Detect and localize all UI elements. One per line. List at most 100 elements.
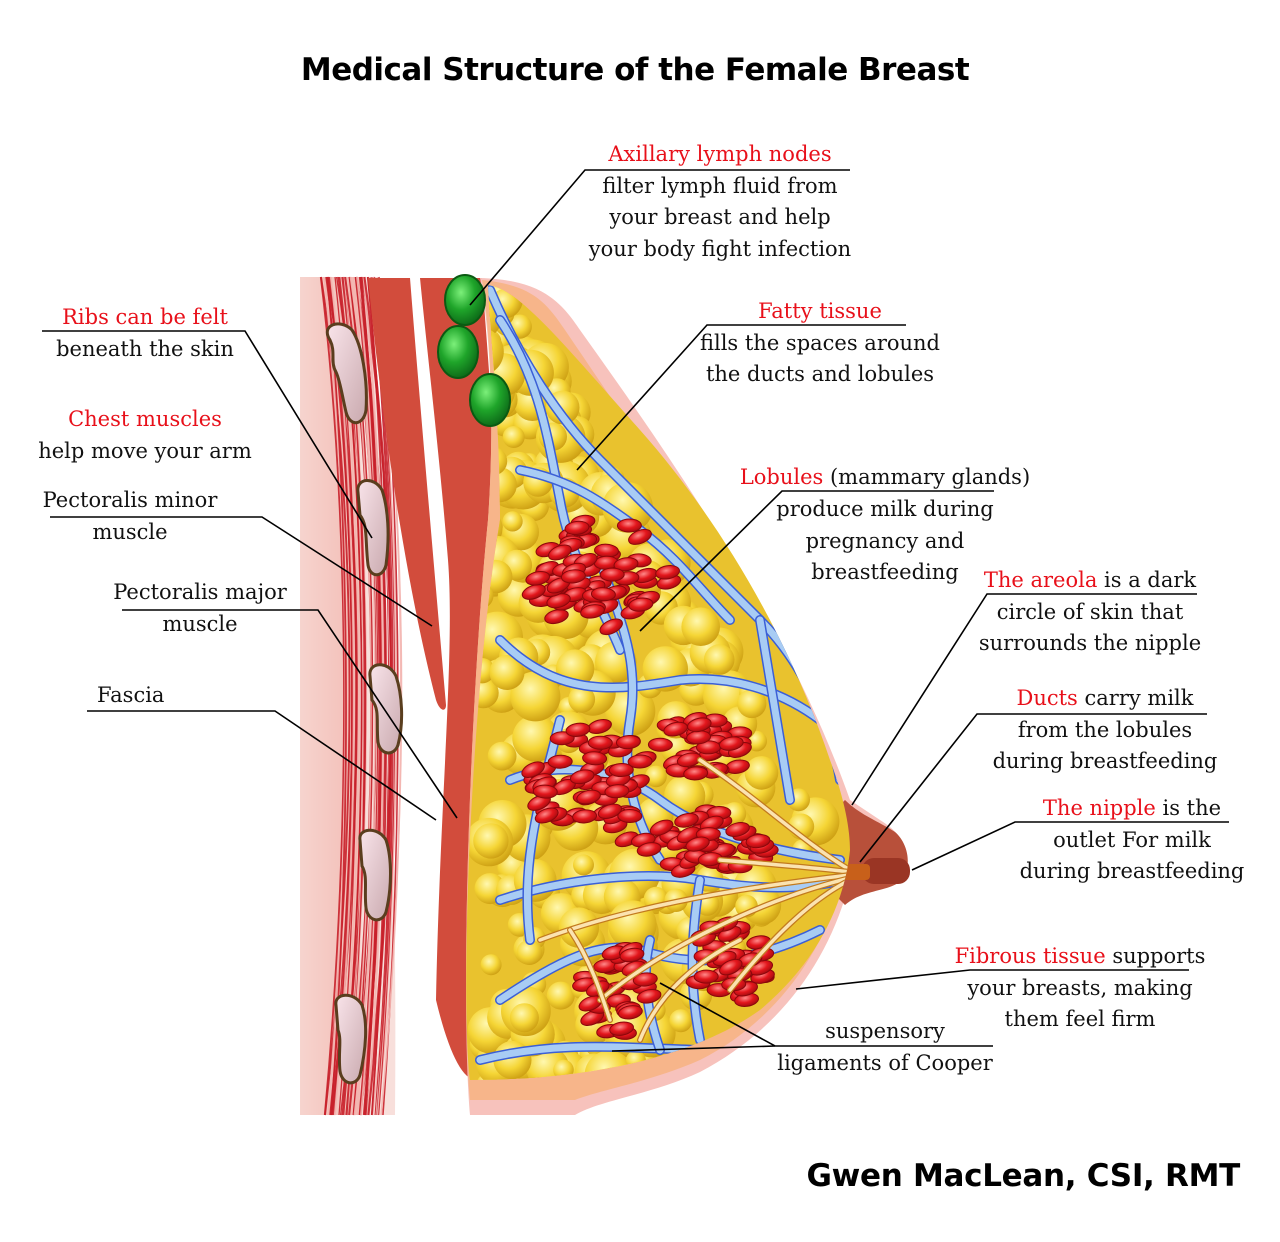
lobule-sac xyxy=(599,618,623,636)
lobule-sac xyxy=(597,803,622,820)
lobule-sac xyxy=(608,762,634,778)
label-axillary-lymph-nodes: Axillary lymph nodes filter lymph fluid … xyxy=(570,139,870,265)
milk-ducts xyxy=(537,757,850,1043)
glandular-tissue xyxy=(466,285,850,1080)
lobule-sac xyxy=(687,717,712,733)
lobule-sac xyxy=(547,754,573,769)
desc-line: your breast and help xyxy=(609,205,831,229)
fat-globule xyxy=(487,741,517,771)
desc-line: suspensory xyxy=(825,1019,945,1043)
fat-globule xyxy=(737,688,767,719)
fat-globule xyxy=(681,607,720,646)
lobule-sac xyxy=(649,819,674,836)
leader-lines xyxy=(42,169,1229,1052)
desc-line: during breastfeeding xyxy=(1019,859,1245,883)
leader-lobules xyxy=(639,490,994,632)
axillary-lymph-nodes xyxy=(437,274,511,427)
leader-fascia xyxy=(87,710,437,821)
fat-globule xyxy=(509,1003,539,1033)
desc-line: Pectoralis minor xyxy=(42,488,218,512)
fat-globule xyxy=(645,765,667,788)
desc-line: the ducts and lobules xyxy=(705,362,935,386)
term-ribs: Ribs can be felt xyxy=(62,305,228,329)
lobule-sac xyxy=(615,735,641,750)
desc-line: pregnancy and xyxy=(805,528,965,553)
milk-duct xyxy=(568,928,612,1022)
lobule-sac xyxy=(544,609,569,625)
desc-line: Fascia xyxy=(97,683,165,707)
lobule-sac xyxy=(532,784,558,799)
leader-ribs xyxy=(42,330,373,539)
term-rest: carry milk xyxy=(1077,686,1194,710)
septum xyxy=(756,616,794,804)
lobule-sac xyxy=(718,736,744,751)
label-fibrous-tissue: Fibrous tissue supports your breasts, ma… xyxy=(950,941,1210,1036)
pectoralis-minor-muscle xyxy=(368,278,446,710)
desc-line: during breastfeeding xyxy=(992,749,1218,773)
label-lobules-desc: produce milk during pregnancy and breast… xyxy=(770,494,1000,589)
desc-line: help move your arm xyxy=(38,438,252,463)
leader-pec-major xyxy=(122,609,458,819)
lobule-sac xyxy=(616,518,642,533)
term-rest: supports xyxy=(1105,944,1206,968)
fat-globule xyxy=(473,823,509,859)
fat-globule xyxy=(480,954,502,976)
desc-line: produce milk during xyxy=(776,497,994,521)
lobule-sac xyxy=(521,761,545,778)
lobules xyxy=(521,514,779,1040)
lobule-sac xyxy=(674,812,699,828)
label-fascia: Fascia xyxy=(97,680,164,712)
lobule-sac xyxy=(560,569,586,584)
term-rest: is a dark xyxy=(1097,568,1197,592)
term-rest: is the xyxy=(1155,796,1222,820)
lobule-sac xyxy=(569,769,595,785)
lobule-sac xyxy=(604,784,630,799)
desc-line: your breasts, making xyxy=(967,975,1193,1000)
lobule-sac xyxy=(576,789,601,805)
desc-line: fills the spaces around xyxy=(699,330,941,355)
leader-axillary xyxy=(469,169,850,306)
lobule-sac xyxy=(745,833,771,849)
desc-line: outlet For milk xyxy=(1053,827,1211,852)
septum xyxy=(596,556,664,864)
lobule-sac xyxy=(655,565,680,580)
milk-duct xyxy=(698,758,850,872)
label-pectoralis-major: Pectoralis major muscle xyxy=(100,577,300,640)
milk-duct xyxy=(638,938,742,1042)
desc-line: them feel firm xyxy=(1004,1007,1156,1031)
desc-line: muscle xyxy=(92,519,168,544)
lobule-sac xyxy=(617,808,643,824)
label-cooper-ligaments: suspensory ligaments of Cooper xyxy=(770,1016,1000,1079)
lobule-sac xyxy=(632,972,658,987)
fat-globule xyxy=(546,981,575,1010)
lobule-sac xyxy=(618,1005,643,1020)
label-pectoralis-minor: Pectoralis minor muscle xyxy=(30,485,230,548)
muscle-fiber xyxy=(319,276,345,1116)
muscle-fiber xyxy=(359,276,382,1116)
lobule-sac xyxy=(525,570,551,586)
lobule-sac xyxy=(521,584,546,600)
label-ducts: Ducts carry milk from the lobules during… xyxy=(985,683,1225,778)
term-fibrous-tissue: Fibrous tissue xyxy=(954,944,1106,968)
term-ducts: Ducts xyxy=(1016,686,1078,710)
lobule-sac xyxy=(565,722,591,737)
leader-areola xyxy=(851,593,1197,806)
author-credit: Gwen MacLean, CSI, RMT xyxy=(806,1158,1241,1194)
fat-globule xyxy=(516,939,543,965)
lobule-sac xyxy=(627,754,653,769)
lobule-sac xyxy=(564,520,590,536)
desc-line: surrounds the nipple xyxy=(978,631,1202,655)
term-nipple: The nipple xyxy=(1042,796,1156,820)
label-fatty-tissue: Fatty tissue fills the spaces around the… xyxy=(690,296,950,391)
label-lobules: Lobules (mammary glands) xyxy=(735,462,1035,494)
septum xyxy=(523,716,564,944)
desc-line: breastfeeding xyxy=(811,560,959,584)
leader-ducts xyxy=(859,713,1207,863)
muscle-fiber xyxy=(366,276,388,1116)
term-rest: (mammary glands) xyxy=(823,465,1031,489)
lobule-sac xyxy=(548,544,572,561)
fat-globule xyxy=(573,854,594,876)
leader-fatty xyxy=(576,324,906,471)
lobule-sac xyxy=(572,809,598,824)
